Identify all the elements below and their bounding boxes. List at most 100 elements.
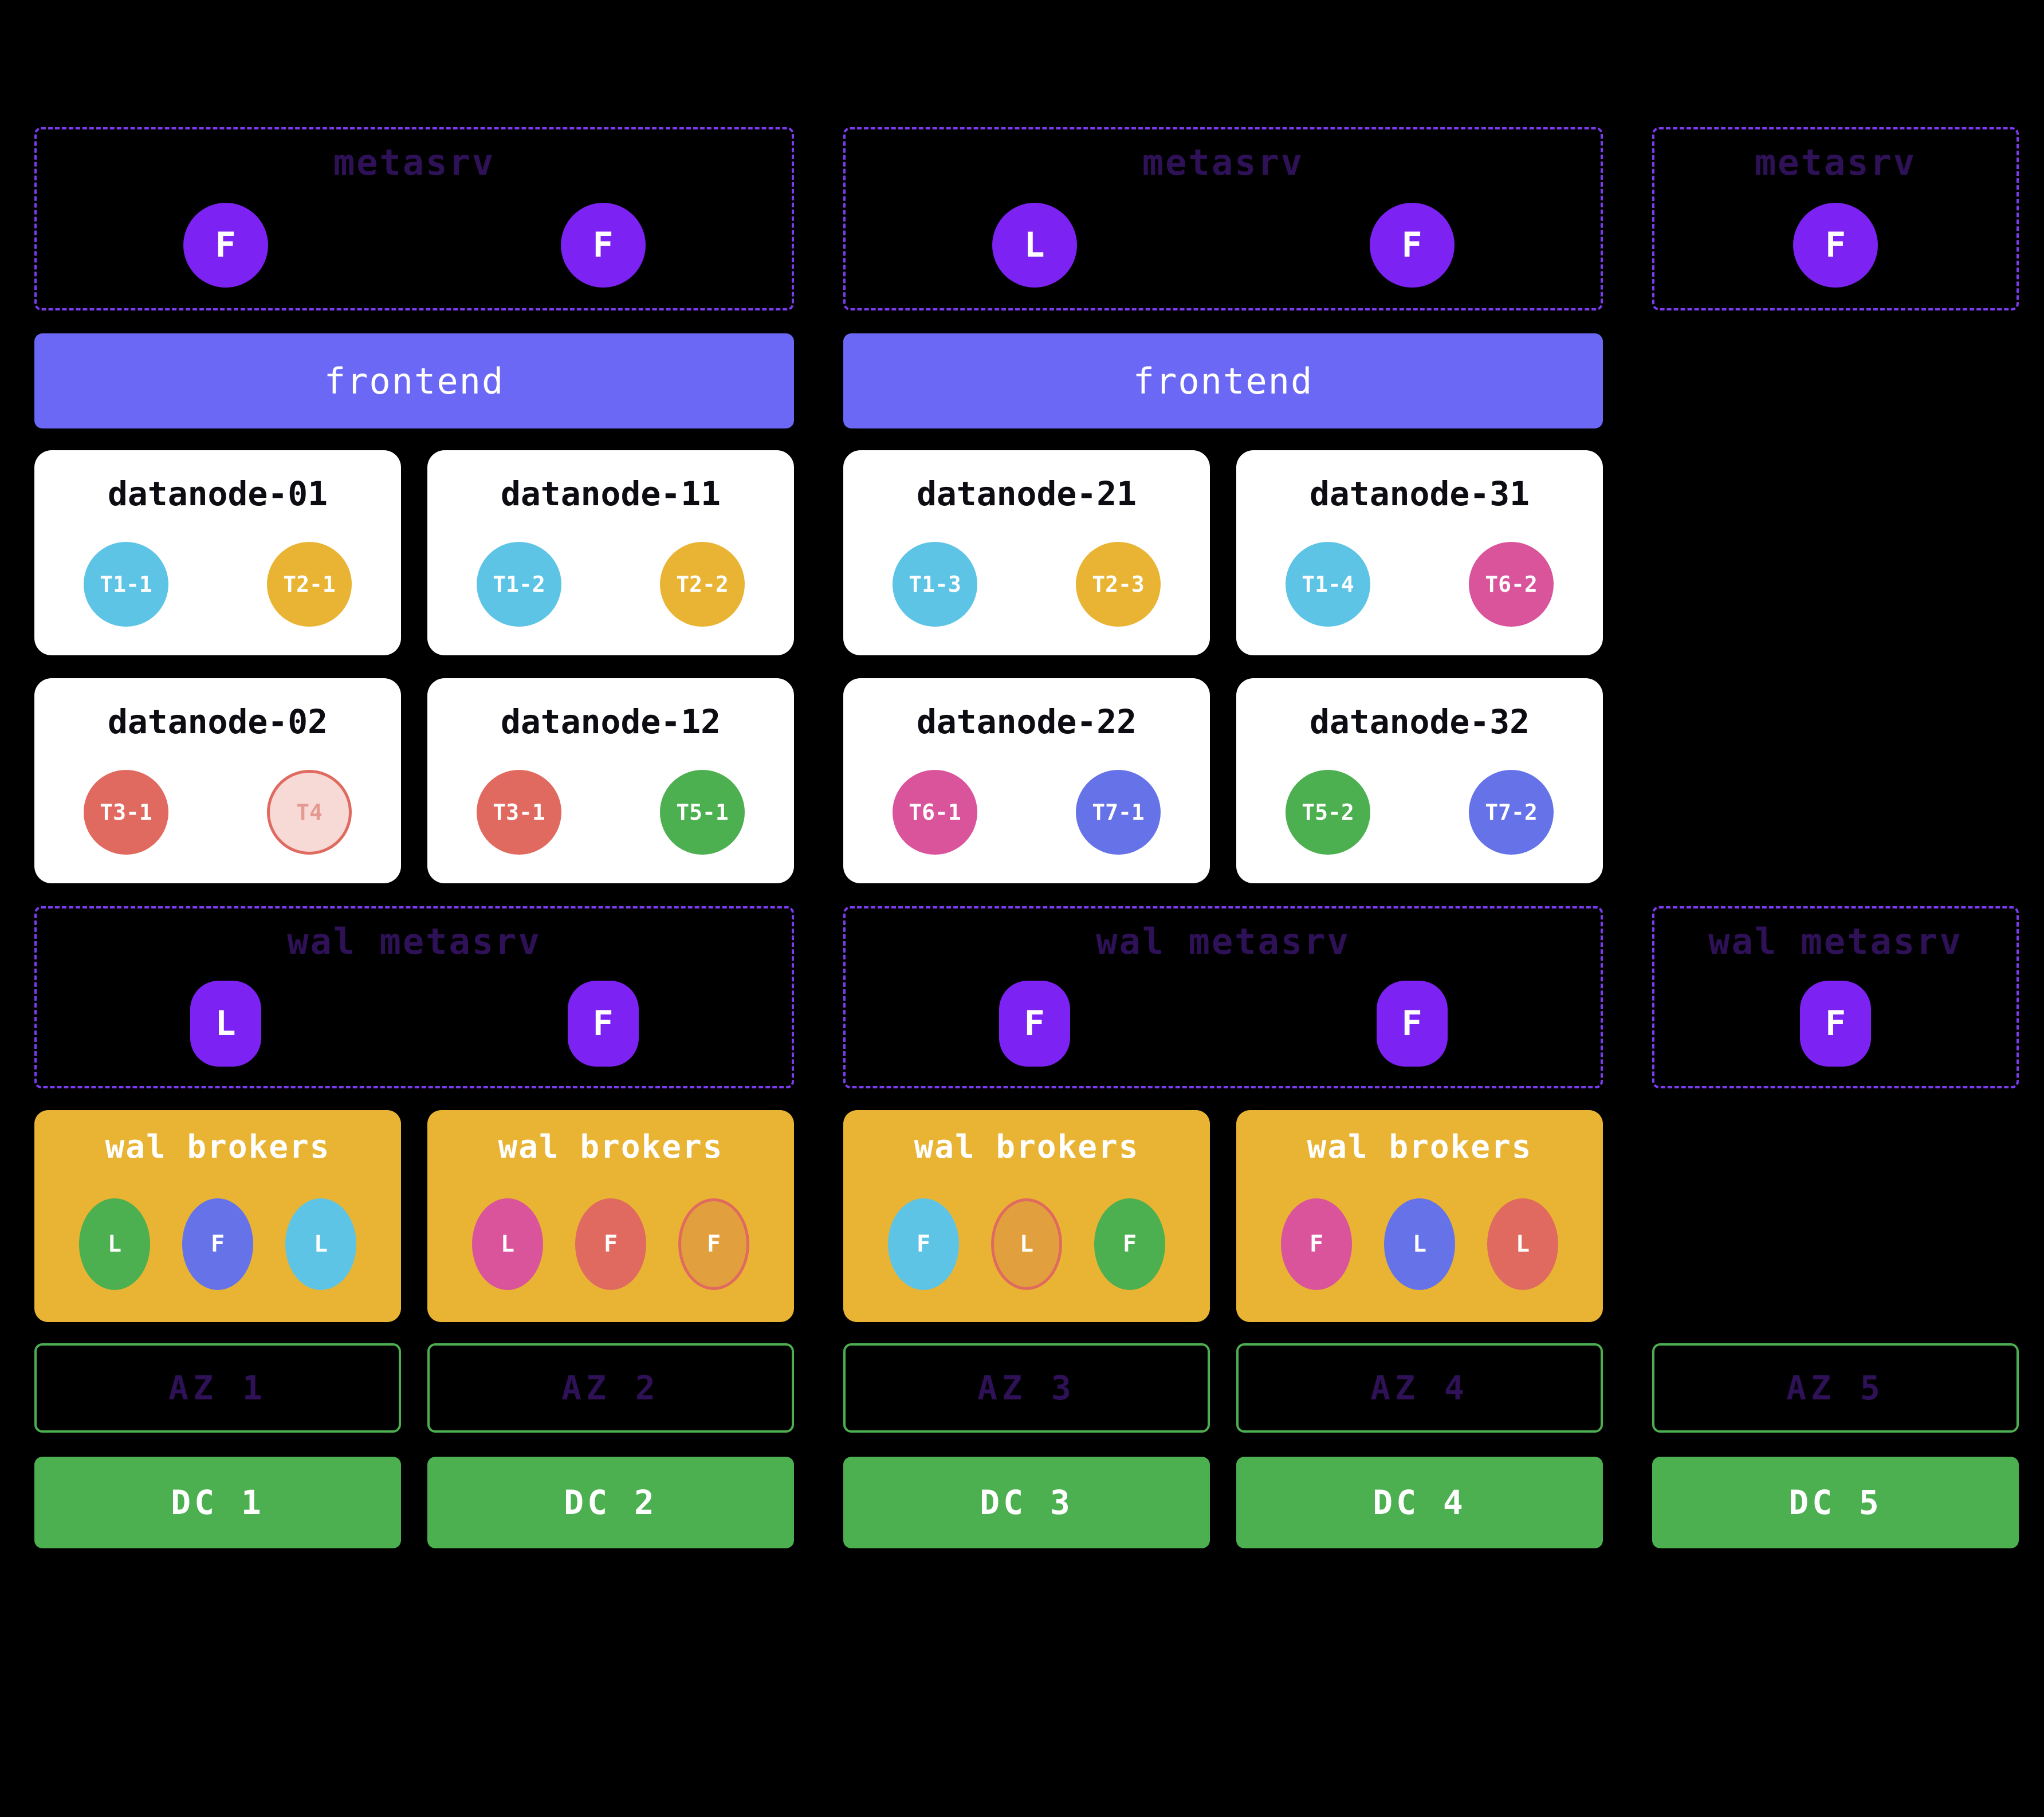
metasrv-leader-node: L	[992, 203, 1077, 288]
datanode-title: datanode-12	[500, 702, 721, 741]
datanode-01: datanode-01 T1-1 T2-1	[34, 450, 401, 655]
wal-brokers-title: wal brokers	[498, 1128, 724, 1166]
partition-leader: L	[472, 1198, 543, 1290]
region-circle: T3-1	[477, 770, 561, 855]
region-circle: T1-1	[84, 542, 168, 627]
wal-metasrv-follower-node: F	[567, 981, 639, 1067]
partition-leader: L	[991, 1198, 1062, 1290]
wal-brokers-title: wal brokers	[105, 1128, 331, 1166]
region-circle: T2-2	[660, 542, 745, 627]
metasrv-follower-node: F	[560, 203, 646, 288]
datanode-title: datanode-11	[500, 474, 721, 513]
datanode-title: datanode-22	[916, 702, 1137, 741]
metasrv-node-row: F	[1654, 182, 2017, 308]
region-row: T1-4 T6-2	[1236, 513, 1603, 655]
metasrv-cluster-1: metasrv F F	[34, 127, 794, 310]
frontend-bar-1: frontend	[34, 333, 794, 428]
wal-metasrv-label: wal metasrv	[1708, 921, 1963, 962]
metasrv-follower-node: F	[183, 203, 268, 288]
region-circle: T6-1	[893, 770, 977, 855]
region-circle: T7-2	[1469, 770, 1554, 855]
metasrv-follower-node: F	[1793, 203, 1878, 288]
partition-follower: F	[1094, 1198, 1165, 1290]
datanode-title: datanode-02	[107, 702, 328, 741]
datanode-32: datanode-32 T5-2 T7-2	[1236, 678, 1603, 883]
partition-follower: F	[678, 1198, 749, 1290]
az-2-box: AZ 2	[427, 1343, 794, 1433]
metasrv-node-row: L F	[846, 182, 1601, 308]
datanode-title: datanode-31	[1309, 474, 1530, 513]
region-circle: T6-2	[1469, 542, 1554, 627]
wal-metasrv-cluster-1: wal metasrv L F	[34, 906, 794, 1088]
partition-follower: F	[182, 1198, 253, 1290]
partition-follower: F	[1281, 1198, 1352, 1290]
datanode-12: datanode-12 T3-1 T5-1	[427, 678, 794, 883]
wal-broker-group-2: wal brokers L F F	[427, 1110, 794, 1322]
wal-metasrv-follower-node: F	[1376, 981, 1448, 1067]
partition-follower: F	[575, 1198, 646, 1290]
dc-5-box: DC 5	[1652, 1457, 2019, 1548]
wal-metasrv-label: wal metasrv	[1096, 921, 1350, 962]
dc-3-box: DC 3	[843, 1457, 1210, 1548]
region-row: T1-3 T2-3	[843, 513, 1210, 655]
wal-metasrv-node-row: L F	[37, 961, 792, 1086]
region-circle: T1-4	[1286, 542, 1370, 627]
datanode-22: datanode-22 T6-1 T7-1	[843, 678, 1210, 883]
datanode-21: datanode-21 T1-3 T2-3	[843, 450, 1210, 655]
wal-broker-group-4: wal brokers F L L	[1236, 1110, 1603, 1322]
region-circle-faded: T4	[267, 770, 352, 855]
partition-leader: L	[285, 1198, 356, 1290]
region-circle: T3-1	[84, 770, 168, 855]
region-row: T5-2 T7-2	[1236, 741, 1603, 883]
az-3-box: AZ 3	[843, 1343, 1210, 1433]
region-circle: T5-2	[1286, 770, 1370, 855]
diagram-grid: metasrv F F metasrv L F metasrv F fronte…	[34, 127, 2019, 1548]
region-row: T6-1 T7-1	[843, 741, 1210, 883]
region-circle: T2-1	[267, 542, 352, 627]
region-circle: T5-1	[660, 770, 745, 855]
partition-row: F L L	[1236, 1166, 1603, 1322]
wal-brokers-title: wal brokers	[914, 1128, 1139, 1166]
dc-2-box: DC 2	[427, 1457, 794, 1548]
region-row: T3-1 T4	[34, 741, 401, 883]
datanode-title: datanode-32	[1309, 702, 1530, 741]
region-circle: T2-3	[1076, 542, 1161, 627]
partition-row: L F L	[34, 1166, 401, 1322]
metasrv-label: metasrv	[1142, 141, 1304, 183]
wal-metasrv-follower-node: F	[1800, 981, 1871, 1067]
wal-brokers-title: wal brokers	[1307, 1128, 1532, 1166]
partition-follower: F	[888, 1198, 959, 1290]
wal-broker-group-3: wal brokers F L F	[843, 1110, 1210, 1322]
region-row: T3-1 T5-1	[427, 741, 794, 883]
region-circle: T7-1	[1076, 770, 1161, 855]
metasrv-label: metasrv	[333, 141, 496, 183]
partition-leader: L	[1487, 1198, 1558, 1290]
dc-1-box: DC 1	[34, 1457, 401, 1548]
wal-broker-group-1: wal brokers L F L	[34, 1110, 401, 1322]
metasrv-follower-node: F	[1369, 203, 1455, 288]
wal-metasrv-node-row: F F	[846, 961, 1601, 1086]
partition-leader: L	[79, 1198, 150, 1290]
az-4-box: AZ 4	[1236, 1343, 1603, 1433]
wal-metasrv-cluster-3: wal metasrv F	[1652, 906, 2019, 1088]
metasrv-label: metasrv	[1754, 141, 1917, 183]
wal-metasrv-leader-node: L	[190, 981, 261, 1067]
datanode-title: datanode-01	[107, 474, 328, 513]
datanode-31: datanode-31 T1-4 T6-2	[1236, 450, 1603, 655]
wal-metasrv-node-row: F	[1654, 961, 2017, 1086]
region-circle: T1-3	[893, 542, 977, 627]
region-circle: T1-2	[477, 542, 561, 627]
metasrv-cluster-2: metasrv L F	[843, 127, 1603, 310]
az-5-box: AZ 5	[1652, 1343, 2019, 1433]
partition-leader: L	[1384, 1198, 1455, 1290]
frontend-bar-2: frontend	[843, 333, 1603, 428]
datanode-11: datanode-11 T1-2 T2-2	[427, 450, 794, 655]
partition-row: L F F	[427, 1166, 794, 1322]
partition-row: F L F	[843, 1166, 1210, 1322]
datanode-title: datanode-21	[916, 474, 1137, 513]
wal-metasrv-cluster-2: wal metasrv F F	[843, 906, 1603, 1088]
wal-metasrv-follower-node: F	[999, 981, 1070, 1067]
region-row: T1-2 T2-2	[427, 513, 794, 655]
datanode-02: datanode-02 T3-1 T4	[34, 678, 401, 883]
